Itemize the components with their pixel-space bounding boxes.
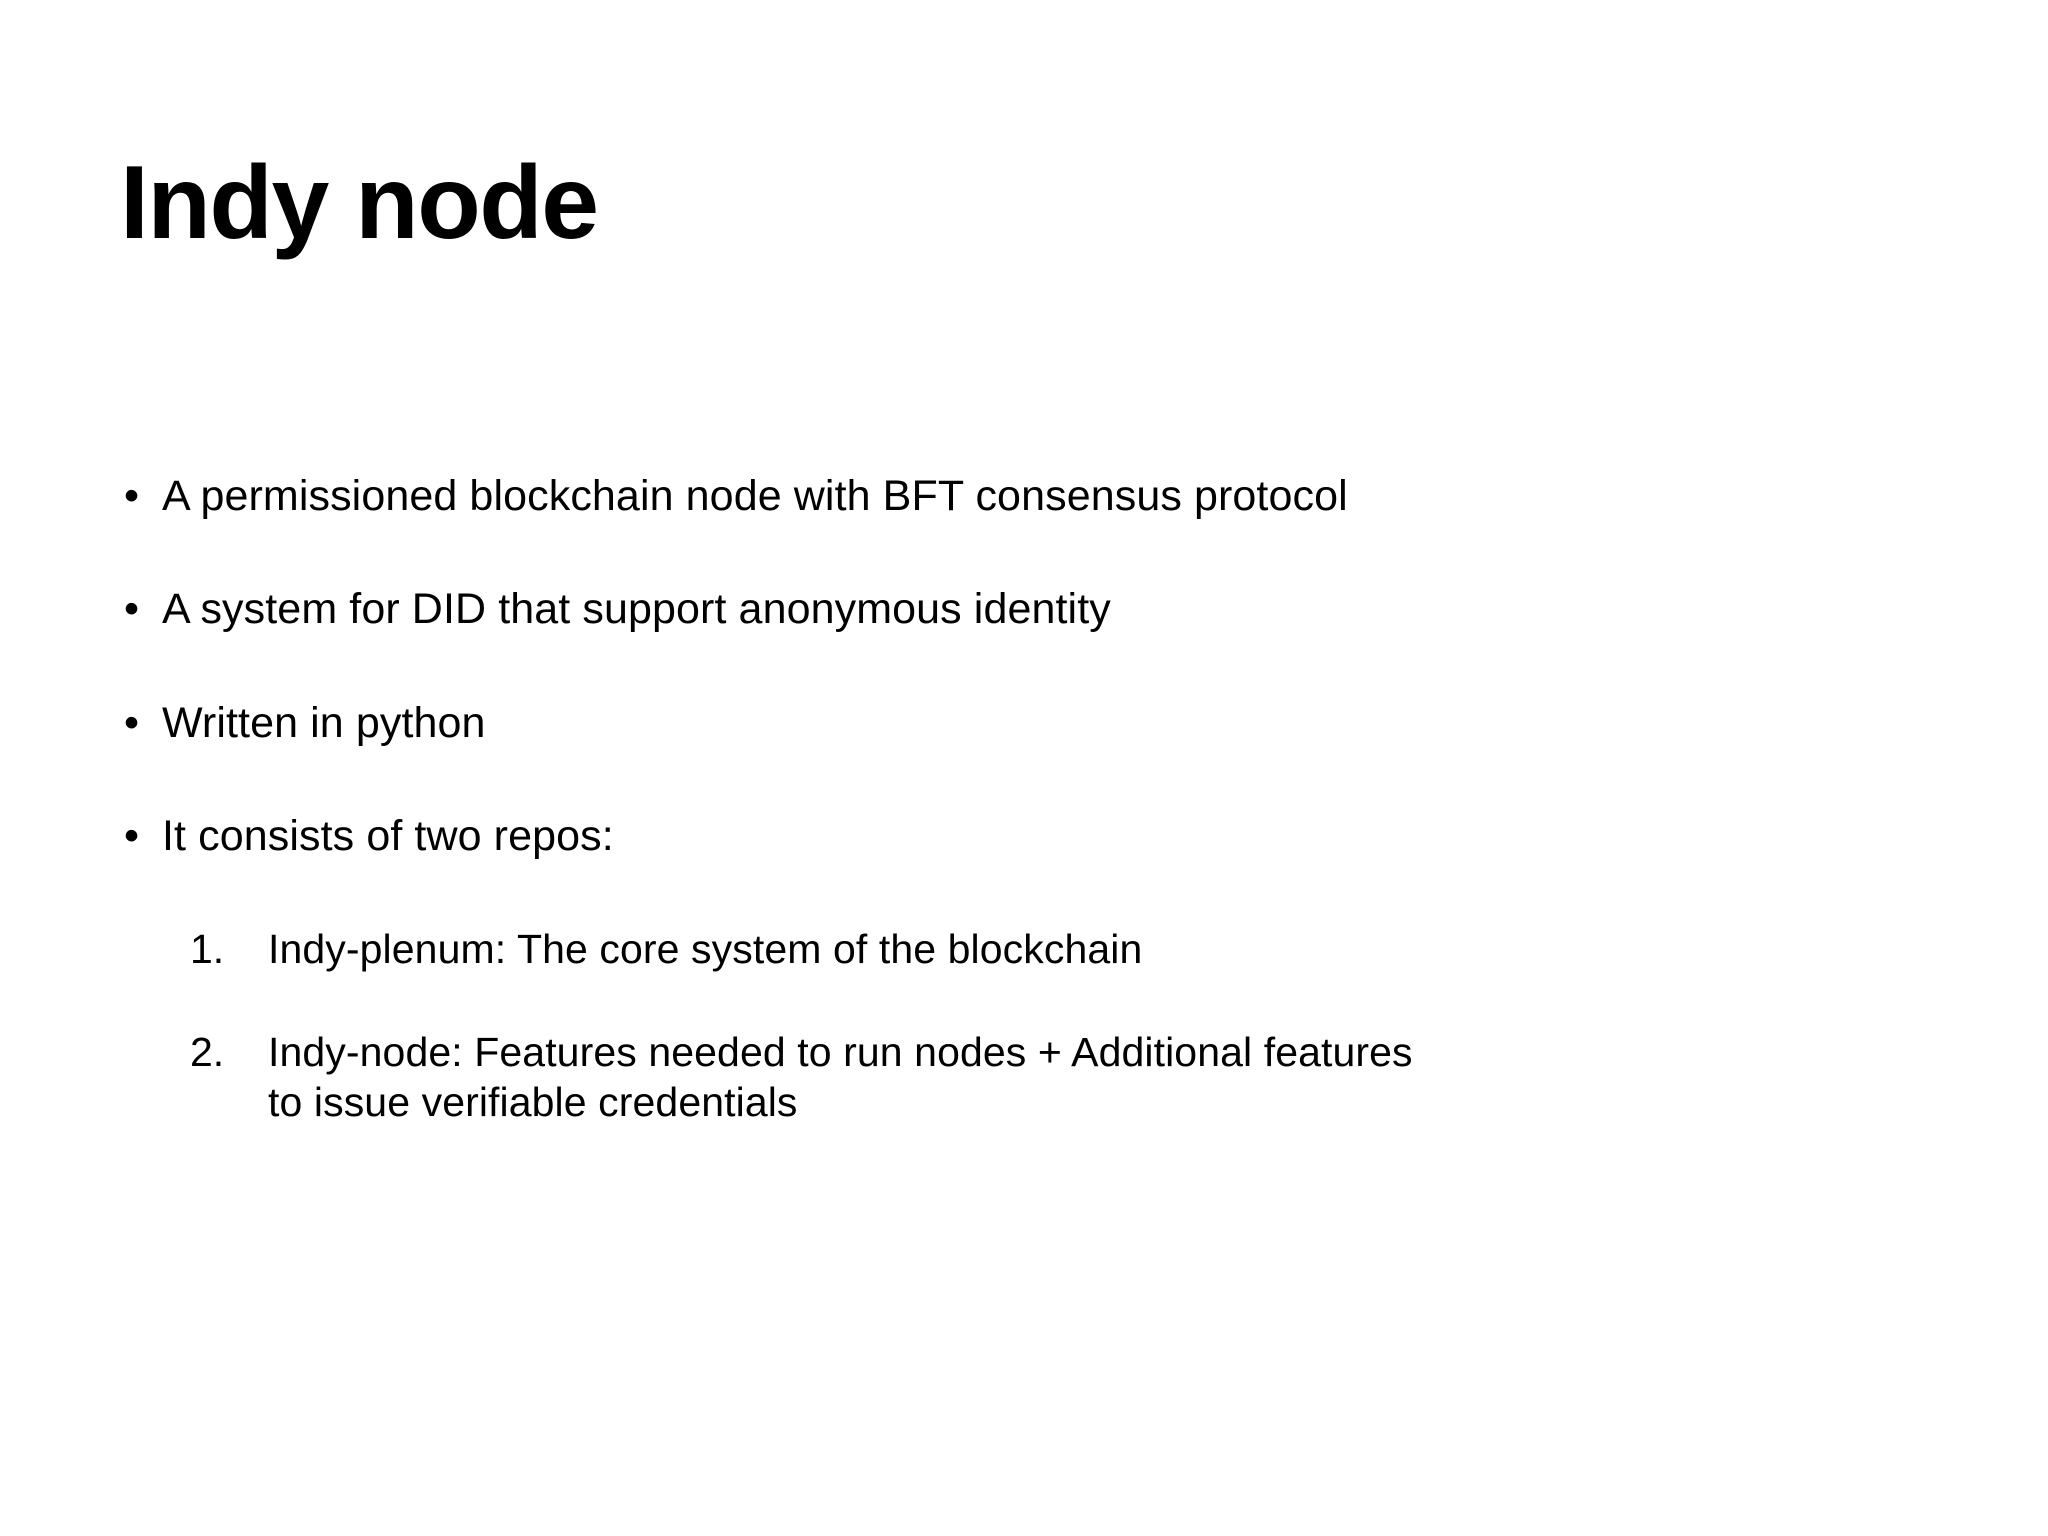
- list-number: 2.: [190, 1028, 225, 1075]
- list-number: 1.: [190, 925, 225, 972]
- bullet-text: It consists of two repos:: [162, 812, 614, 861]
- page-title: Indy node: [120, 144, 599, 261]
- bullet-text: A permissioned blockchain node with BFT …: [162, 472, 1348, 520]
- numbered-item-text: Indy-node: Features needed to run nodes …: [268, 1028, 1413, 1126]
- bullet-point-icon: •: [124, 472, 140, 520]
- list-item: • Written in python: [110, 697, 1940, 749]
- numbered-item-text: Indy-plenum: The core system of the bloc…: [268, 925, 1143, 972]
- numbered-list-item: 2. Indy-node: Features needed to run nod…: [190, 1027, 1940, 1129]
- bullet-point-icon: •: [124, 698, 140, 747]
- list-item: • A system for DID that support anonymou…: [110, 583, 1940, 635]
- bullet-text: Written in python: [162, 698, 486, 747]
- numbered-list-item: 1. Indy-plenum: The core system of the b…: [190, 924, 1940, 975]
- bullet-text: A system for DID that support anonymous …: [162, 585, 1111, 634]
- numbered-sub-list: 1. Indy-plenum: The core system of the b…: [190, 924, 1940, 1128]
- list-item: • It consists of two repos:: [110, 810, 1940, 862]
- bullet-point-icon: •: [124, 585, 140, 634]
- slide-body-content: • A permissioned blockchain node with BF…: [110, 470, 1940, 1128]
- list-item: • A permissioned blockchain node with BF…: [110, 470, 1940, 522]
- bullet-point-icon: •: [124, 812, 140, 861]
